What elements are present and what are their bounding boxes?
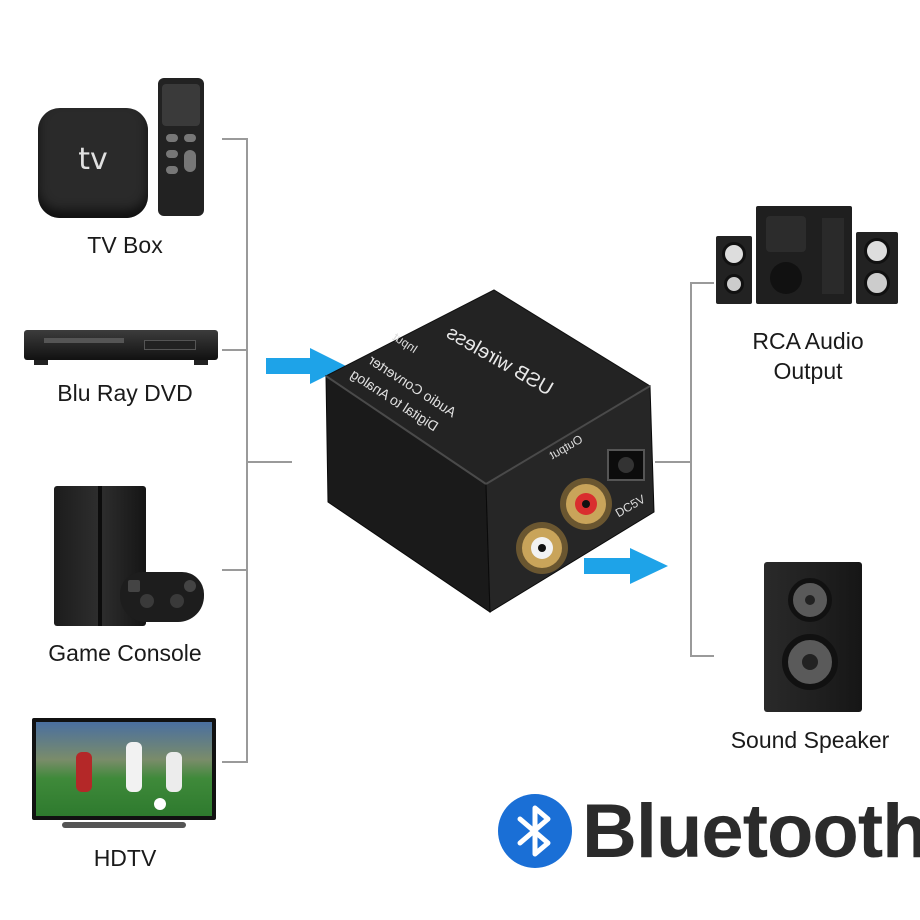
speaker-system-icon	[716, 206, 900, 306]
converter-device	[325, 289, 655, 613]
source-label-game-console: Game Console	[48, 640, 202, 666]
speaker-connector	[690, 655, 714, 657]
bus-to-device-line	[246, 461, 292, 463]
right-bus-line	[690, 282, 692, 656]
game-console-icon	[54, 486, 214, 628]
console-connector	[222, 569, 248, 571]
hdtv-screen	[36, 722, 212, 816]
rca-connector	[690, 282, 714, 284]
tv-logo: tv	[78, 142, 108, 177]
tv-box-icon: tv	[34, 78, 209, 223]
bluetooth-wordmark: Bluetooth	[582, 789, 920, 874]
source-label-hdtv: HDTV	[93, 845, 157, 871]
input-arrow-icon	[266, 348, 346, 384]
source-label-tv-box: TV Box	[87, 232, 163, 258]
left-bus-line	[246, 138, 248, 762]
hdtv-icon	[32, 718, 216, 836]
bluetooth-icon	[498, 794, 572, 868]
controller-icon	[120, 572, 204, 622]
remote-icon	[158, 78, 204, 216]
sound-speaker-icon	[764, 562, 864, 714]
output-label-rca-audio: RCA Audio Output	[752, 328, 864, 384]
output-arrow-icon	[584, 548, 668, 584]
device-to-bus-line	[655, 461, 692, 463]
output-label-sound-speaker: Sound Speaker	[730, 727, 890, 753]
tv-box-connector	[222, 138, 248, 140]
source-label-blu-ray-dvd: Blu Ray DVD	[57, 380, 193, 406]
dvd-connector	[222, 349, 248, 351]
hdtv-connector	[222, 761, 248, 763]
dvd-player-icon	[24, 330, 218, 366]
